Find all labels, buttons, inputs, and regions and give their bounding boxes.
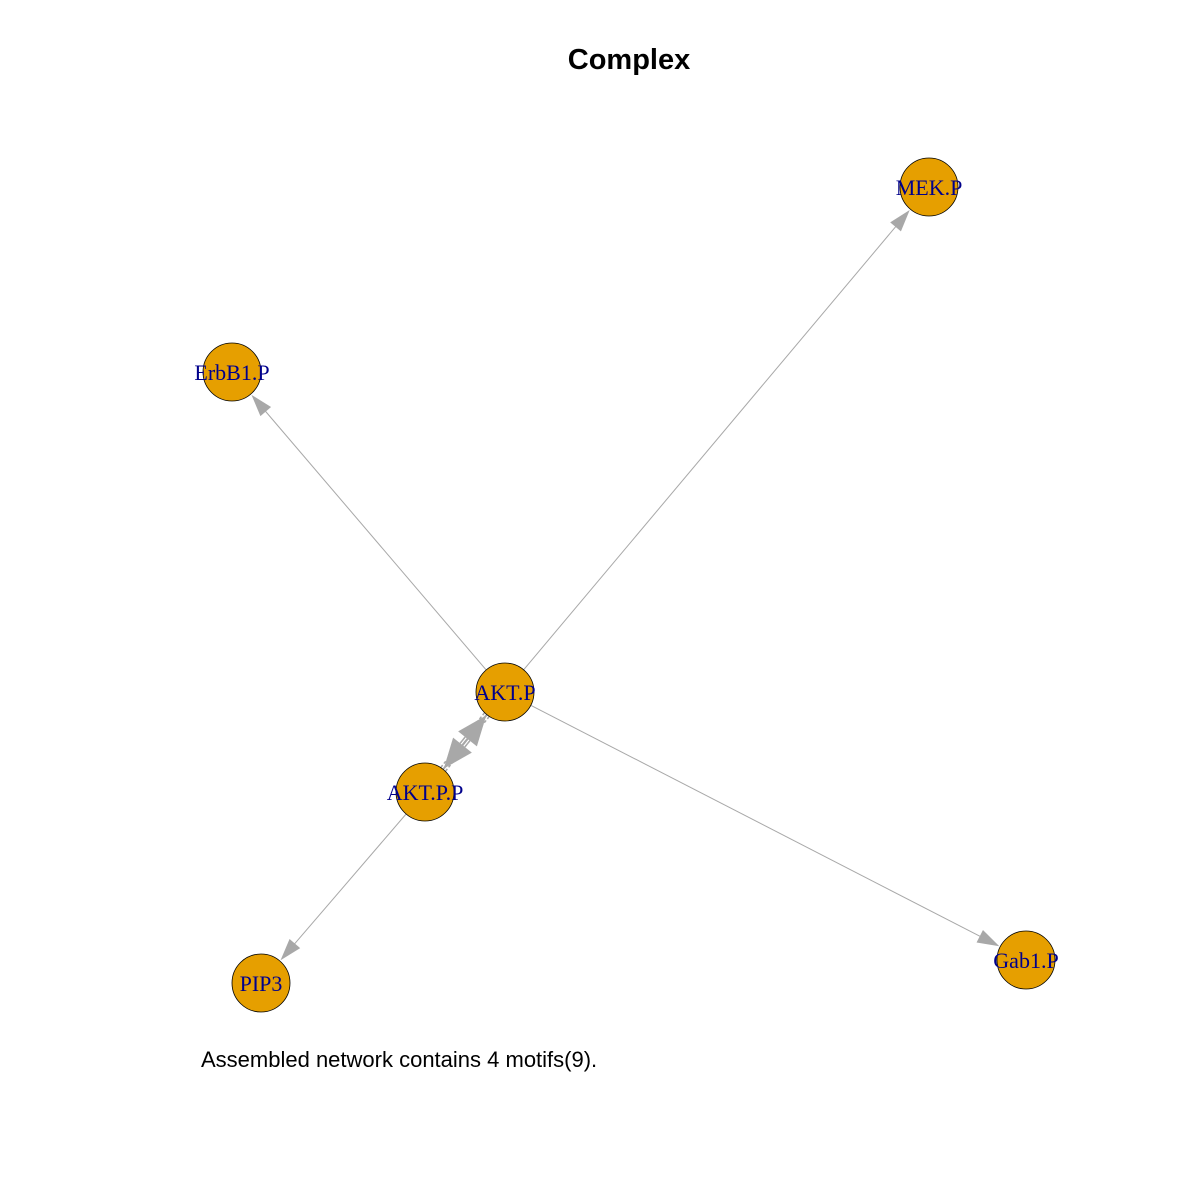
node-akt-p: AKT.P <box>474 662 536 722</box>
node-erbb1-p: ErbB1.P <box>194 342 270 402</box>
nodes-layer: MEK.P ErbB1.P AKT.P AKT.P.P PIP3 Gab1.P <box>194 157 1059 1013</box>
node-circle <box>996 930 1056 990</box>
node-mek-p: MEK.P <box>896 157 963 217</box>
edges-layer <box>251 209 1000 961</box>
node-label: Gab1.P <box>993 948 1058 973</box>
node-label: ErbB1.P <box>194 360 269 385</box>
node-circle <box>231 953 291 1013</box>
node-label: AKT.P <box>474 680 535 705</box>
edge-akt-p-p-to-akt-p-arrowhead <box>458 715 487 747</box>
node-pip3: PIP3 <box>231 953 291 1013</box>
edge-akt-p-to-gab1-p-arrowhead <box>976 929 1000 947</box>
node-circle <box>395 762 455 822</box>
edge-akt-p-to-mek-p-arrowhead <box>890 209 910 232</box>
node-label: PIP3 <box>240 971 283 996</box>
edge-akt-p-to-mek-p-line <box>523 219 902 671</box>
node-circle <box>202 342 262 402</box>
edge-akt-p-to-gab1-p-line <box>530 704 988 941</box>
edge-akt-p-p-to-pip3-arrowhead <box>280 938 301 961</box>
network-caption: Assembled network contains 4 motifs(9). <box>201 1047 598 1072</box>
node-circle <box>899 157 959 217</box>
node-gab1-p: Gab1.P <box>993 930 1059 990</box>
edge-akt-p-to-erbb1-p-line <box>259 404 487 671</box>
node-label: AKT.P.P <box>387 780 464 805</box>
node-label: MEK.P <box>896 175 963 200</box>
node-circle <box>475 662 535 722</box>
node-akt-p-p: AKT.P.P <box>387 762 464 822</box>
edge-akt-p-p-to-pip3-line <box>288 813 407 951</box>
edge-akt-p-to-erbb1-p-arrowhead <box>251 394 272 417</box>
